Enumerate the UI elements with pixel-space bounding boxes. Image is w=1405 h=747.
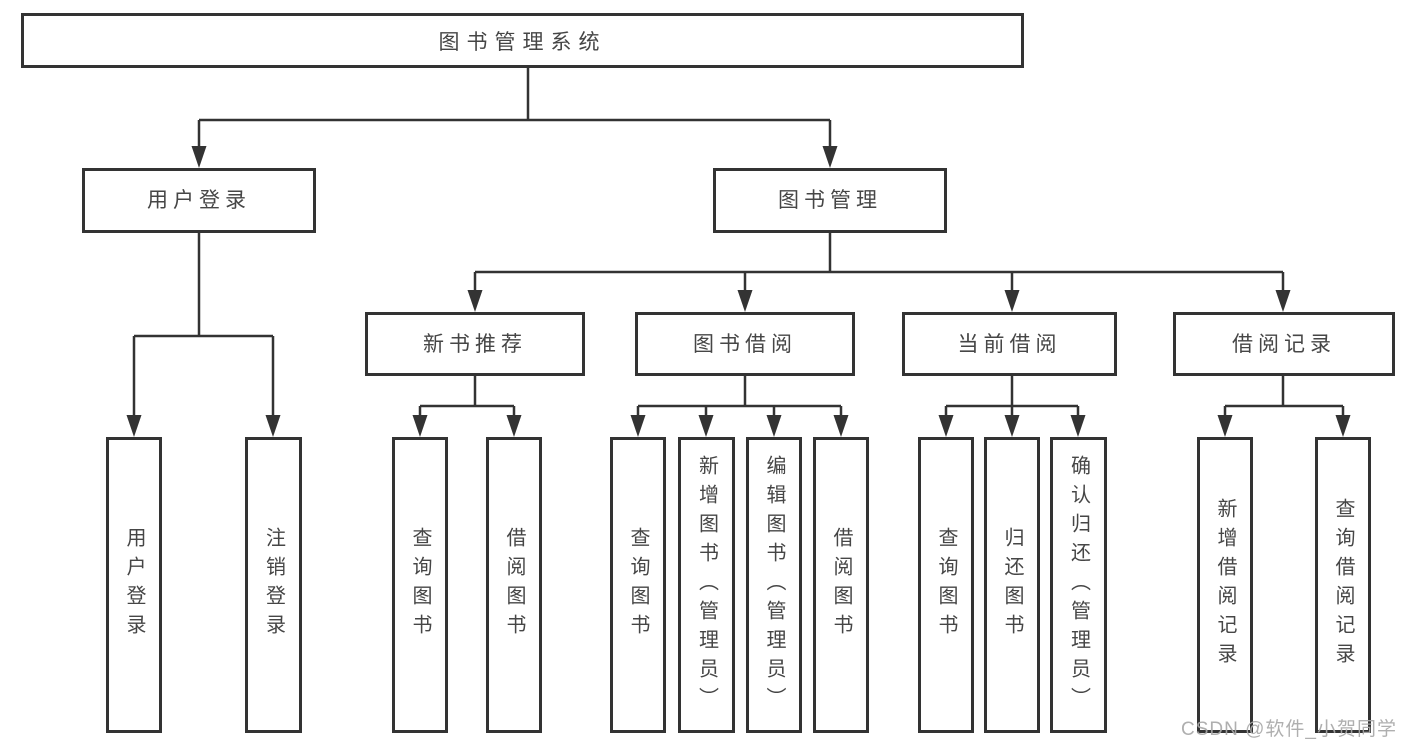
leaf-query-books-recommend: 查询图书 xyxy=(392,437,448,733)
node-new-book-recommend: 新书推荐 xyxy=(365,312,585,376)
leaf-label: 查询图书 xyxy=(409,527,431,643)
arrow-down-icon xyxy=(1004,290,1020,312)
leaf-label: 查询图书 xyxy=(935,527,957,643)
leaf-query-borrow-record: 查询借阅记录 xyxy=(1315,437,1371,733)
leaf-label: 新增图书（管理员） xyxy=(695,454,718,716)
arrow-down-icon xyxy=(833,415,849,437)
arrow-down-icon xyxy=(191,146,207,168)
arrow-down-icon xyxy=(126,415,142,437)
leaf-label: 用户登录 xyxy=(123,527,145,643)
connector xyxy=(636,376,843,420)
arrow-down-icon xyxy=(766,415,782,437)
node-label: 新书推荐 xyxy=(423,332,527,356)
node-borrow-records: 借阅记录 xyxy=(1173,312,1395,376)
connector xyxy=(1223,376,1345,420)
arrow-down-icon xyxy=(1070,415,1086,437)
arrow-down-icon xyxy=(1217,415,1233,437)
arrowheads xyxy=(126,146,1351,437)
node-label: 图书借阅 xyxy=(693,332,797,356)
connector-rails xyxy=(132,68,1345,420)
leaf-borrow-books: 借阅图书 xyxy=(813,437,869,733)
arrow-down-icon xyxy=(412,415,428,437)
leaf-label: 注销登录 xyxy=(262,527,285,643)
node-label: 图书管理系统 xyxy=(438,30,607,54)
leaf-borrow-books-recommend: 借阅图书 xyxy=(486,437,542,733)
arrow-down-icon xyxy=(506,415,522,437)
leaf-label: 编辑图书（管理员） xyxy=(763,454,785,716)
arrow-down-icon xyxy=(467,290,483,312)
leaf-label: 借阅图书 xyxy=(503,527,525,643)
leaf-confirm-return-admin: 确认归还（管理员） xyxy=(1050,437,1107,733)
leaf-query-books-borrow: 查询图书 xyxy=(610,437,666,733)
leaf-label: 借阅图书 xyxy=(830,527,852,643)
node-system-root: 图书管理系统 xyxy=(21,13,1024,68)
csdn-watermark: CSDN @软件_小贺同学 xyxy=(1181,719,1397,740)
leaf-label: 归还图书 xyxy=(1001,527,1023,643)
leaf-label: 查询借阅记录 xyxy=(1332,498,1354,672)
arrow-down-icon xyxy=(630,415,646,437)
node-user-login: 用户登录 xyxy=(82,168,316,233)
arrow-down-icon xyxy=(265,415,281,437)
connector xyxy=(132,233,275,419)
node-label: 用户登录 xyxy=(147,189,251,212)
leaf-label: 确认归还（管理员） xyxy=(1067,454,1090,716)
connector xyxy=(197,68,832,150)
leaf-logout: 注销登录 xyxy=(245,437,302,733)
connector xyxy=(473,233,1285,294)
node-book-management: 图书管理 xyxy=(713,168,947,233)
leaf-add-book-admin: 新增图书（管理员） xyxy=(678,437,735,733)
arrow-down-icon xyxy=(1004,415,1020,437)
arrow-down-icon xyxy=(1275,290,1291,312)
leaf-label: 新增借阅记录 xyxy=(1214,498,1236,672)
connector xyxy=(944,376,1080,420)
leaf-label: 查询图书 xyxy=(627,527,649,643)
arrow-down-icon xyxy=(698,415,714,437)
node-label: 图书管理 xyxy=(778,189,882,212)
leaf-edit-book-admin: 编辑图书（管理员） xyxy=(746,437,802,733)
node-label: 借阅记录 xyxy=(1232,332,1336,356)
connector xyxy=(418,376,516,420)
leaf-user-login: 用户登录 xyxy=(106,437,162,733)
leaf-query-books-current: 查询图书 xyxy=(918,437,974,733)
arrow-down-icon xyxy=(938,415,954,437)
node-current-borrow: 当前借阅 xyxy=(902,312,1117,376)
node-book-borrow: 图书借阅 xyxy=(635,312,855,376)
leaf-return-book: 归还图书 xyxy=(984,437,1040,733)
node-label: 当前借阅 xyxy=(957,332,1062,356)
leaf-add-borrow-record: 新增借阅记录 xyxy=(1197,437,1253,733)
arrow-down-icon xyxy=(737,290,753,312)
arrow-down-icon xyxy=(822,146,838,168)
arrow-down-icon xyxy=(1335,415,1351,437)
